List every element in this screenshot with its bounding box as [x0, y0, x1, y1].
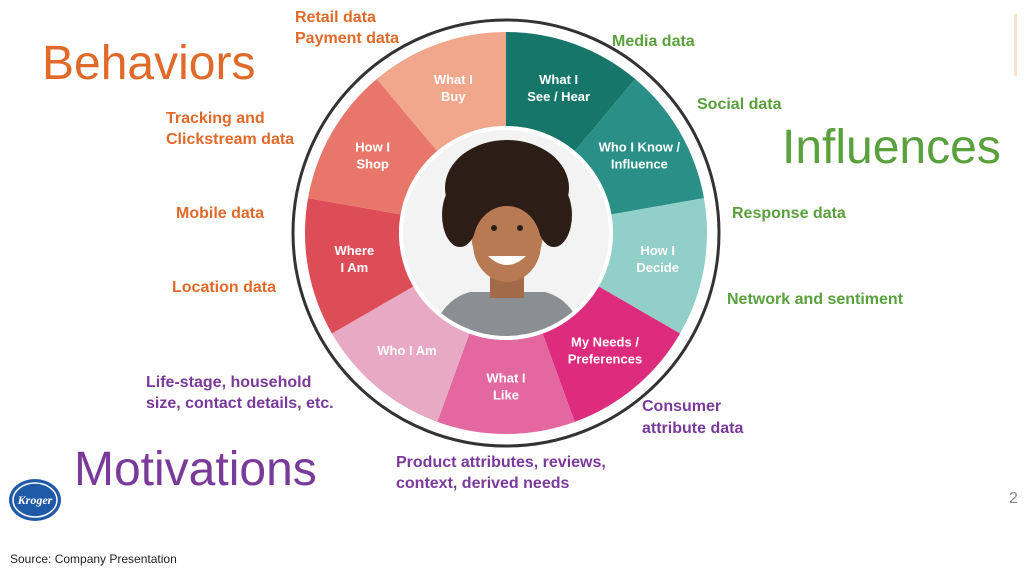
label-life-stage: Life-stage, household: [146, 374, 312, 391]
wheel-outer-ring: [291, 18, 721, 448]
wheel-segment-label: Preferences: [568, 351, 642, 366]
label-retail-data: Retail data: [295, 9, 376, 26]
wheel-segment-label: My Needs /: [571, 334, 639, 349]
wheel-segment-label: Like: [493, 388, 519, 403]
wheel-segment: [305, 198, 414, 334]
edge-decoration: [1014, 14, 1017, 76]
wheel-segment-label: I Am: [340, 260, 368, 275]
wheel-segment-label: Buy: [441, 89, 466, 104]
motivations-heading: Motivations: [74, 443, 317, 496]
label-social-data: Social data: [697, 96, 782, 113]
wheel-segment: [574, 79, 704, 215]
label-response-data: Response data: [732, 205, 846, 222]
source-caption: Source: Company Presentation: [10, 552, 177, 566]
wheel-segment-label: Shop: [356, 157, 389, 172]
wheel-segment-label: Who I Know /: [599, 140, 681, 155]
footer: [0, 540, 1029, 571]
label-contact-details: size, contact details, etc.: [146, 395, 334, 412]
wheel-segment: [542, 286, 681, 422]
label-consumer: Consumer: [642, 398, 722, 415]
kroger-logo-text: Kroger: [17, 493, 53, 507]
label-mobile-data: Mobile data: [176, 205, 265, 222]
label-tracking: Tracking and: [166, 110, 265, 127]
person-photo: [403, 130, 609, 336]
wheel-segment-label: What I: [487, 371, 526, 386]
wheel-segment: [437, 333, 575, 434]
wheel-segment-label: What I: [434, 72, 473, 87]
label-clickstream-data: Clickstream data: [166, 131, 295, 148]
wheel-segment-label: How I: [355, 140, 390, 155]
wheel-segment-label: Decide: [636, 260, 679, 275]
slide: Behaviors Influences Motivations What I S…: [9, 9, 1018, 521]
label-location-data: Location data: [172, 279, 277, 296]
wheel-segment: [308, 79, 438, 215]
wheel-segment-label: See / Hear: [527, 89, 590, 104]
wheel-segment-label: Who I Am: [377, 343, 436, 358]
kroger-logo: Kroger: [9, 479, 61, 521]
behaviors-heading: Behaviors: [42, 37, 256, 90]
wheel-segment-label: Influence: [611, 157, 668, 172]
wheel-segment: [506, 32, 636, 152]
wheel-segment-label: What I: [539, 72, 578, 87]
wheel-segment-label: Where: [334, 243, 374, 258]
page-number: 2: [1009, 490, 1018, 507]
wheel-segment-label: How I: [640, 243, 675, 258]
influences-heading: Influences: [782, 121, 1001, 174]
label-payment-data: Payment data: [295, 30, 400, 47]
wheel-segment: [376, 32, 506, 152]
wheel-segment: [598, 198, 707, 334]
label-attribute-data: attribute data: [642, 420, 744, 437]
wheel-segment: [331, 286, 470, 422]
label-network-sentiment: Network and sentiment: [727, 291, 904, 308]
label-media-data: Media data: [612, 33, 695, 50]
label-derived-needs: context, derived needs: [396, 475, 570, 492]
label-product-attributes: Product attributes, reviews,: [396, 454, 606, 471]
